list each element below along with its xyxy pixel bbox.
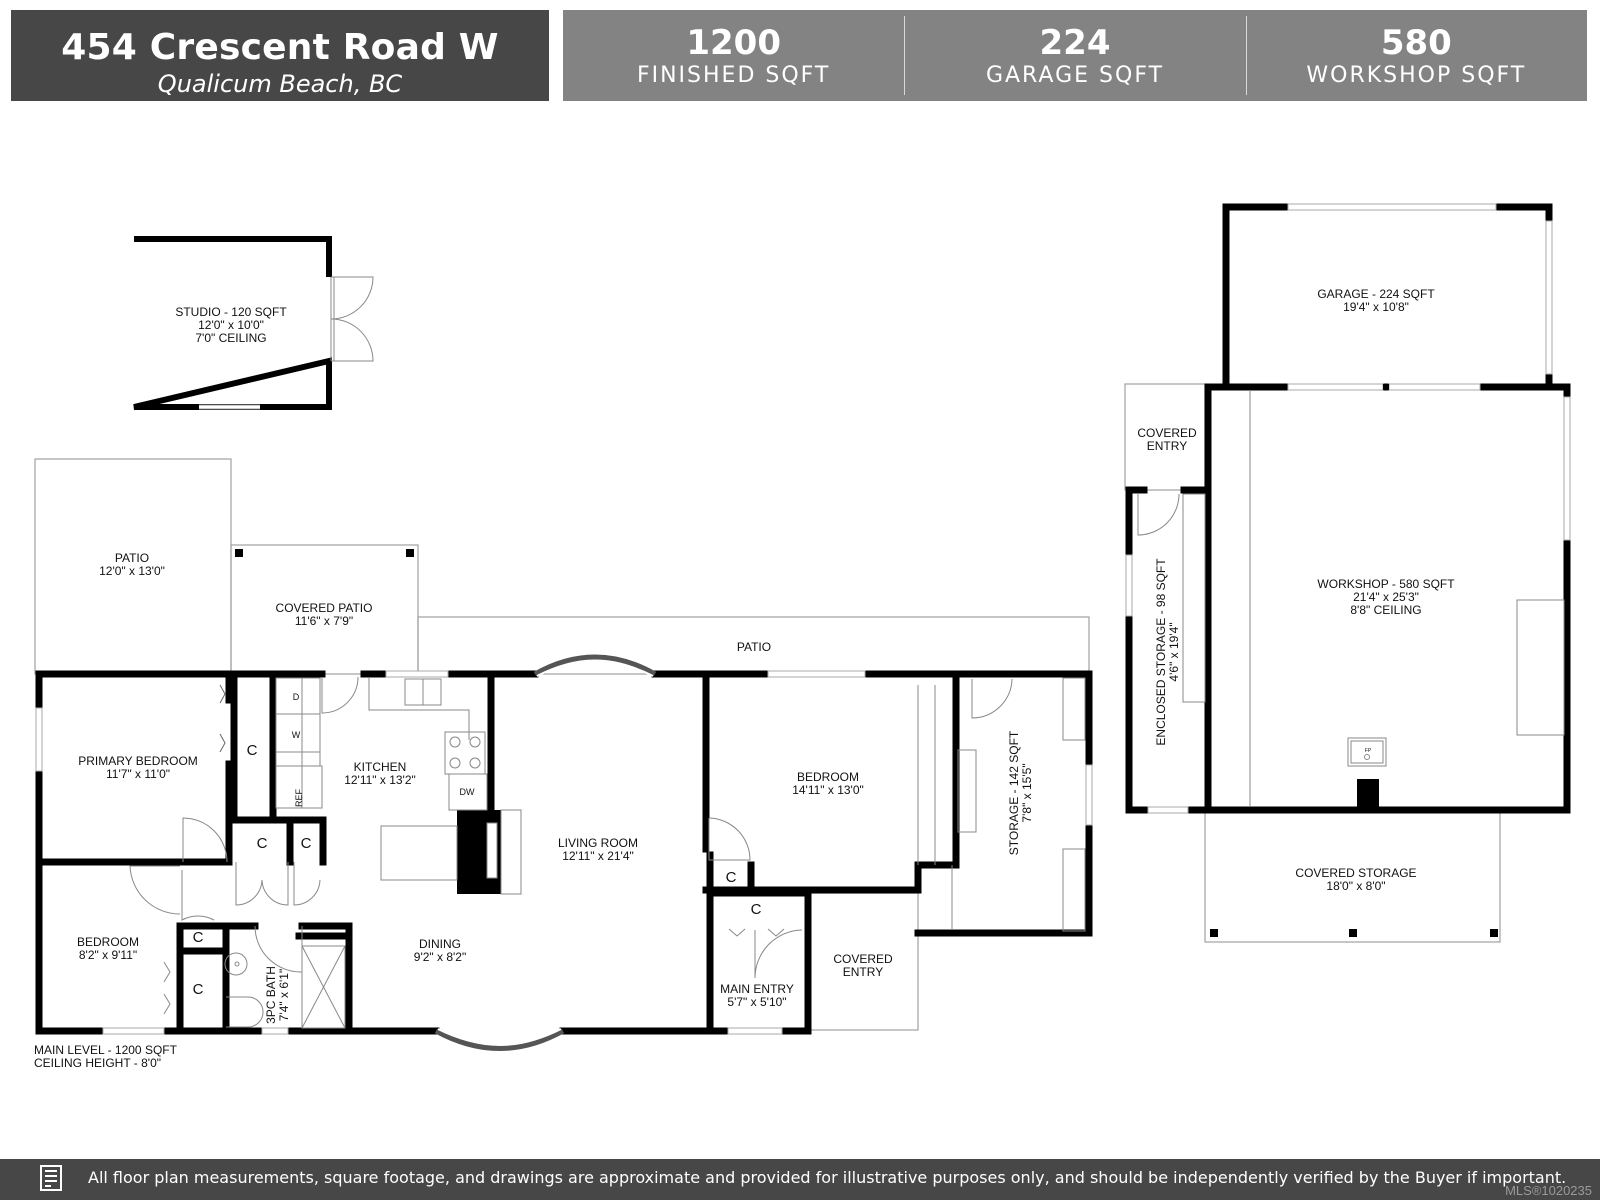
- patio-long-name: PATIO: [737, 640, 771, 654]
- bedroom-left-dims: 8'2" x 9'11": [79, 948, 137, 962]
- stat-label: FINISHED SQFT: [636, 63, 831, 88]
- studio-double-door: [330, 276, 374, 362]
- property-title-block: 454 Crescent Road W Qualicum Beach, BC: [11, 10, 549, 101]
- disclaimer-bar: All floor plan measurements, square foot…: [0, 1159, 1600, 1200]
- property-city: Qualicum Beach, BC: [157, 70, 403, 98]
- bath-dims: 7'4" x 6'1": [277, 969, 291, 1021]
- sqft-stats-bar: 1200 FINISHED SQFT 224 GARAGE SQFT 580 W…: [563, 10, 1587, 101]
- living-room-name: LIVING ROOM: [558, 836, 638, 850]
- garage-dims: 19'4" x 10'8": [1343, 300, 1409, 314]
- bay-window-top: [533, 654, 657, 677]
- closet-label: C: [193, 929, 204, 946]
- covered-patio-dims: 11'6" x 7'9": [295, 614, 353, 628]
- covered-storage-name: COVERED STORAGE: [1295, 866, 1416, 880]
- studio-ceiling: 7'0" CEILING: [195, 331, 266, 345]
- appliance-labels: D W REF DW FP: [292, 692, 1372, 807]
- dining-name: DINING: [419, 937, 461, 951]
- floor-pit-label: FP: [1365, 748, 1372, 754]
- covered-patio-name: COVERED PATIO: [276, 601, 373, 615]
- closet-labels: C C C C C C C: [193, 742, 762, 998]
- patio-left-dims: 12'0" x 13'0": [99, 564, 165, 578]
- level-note-line1: MAIN LEVEL - 1200 SQFT: [34, 1043, 178, 1057]
- studio-building: [133, 236, 374, 410]
- dining-dims: 9'2" x 8'2": [414, 950, 466, 964]
- patio-left-name: PATIO: [115, 551, 149, 565]
- workshop-windows: [1125, 203, 1571, 814]
- enclosed-storage-name: ENCLOSED STORAGE - 98 SQFT: [1154, 558, 1168, 746]
- level-note-line2: CEILING HEIGHT - 8'0": [34, 1056, 161, 1070]
- bath-name: 3PC BATH: [264, 966, 278, 1024]
- stat-value: 224: [1039, 23, 1111, 63]
- washer-label: W: [292, 730, 301, 740]
- kitchen-dims: 12'11" x 13'2": [344, 773, 416, 787]
- stat-garage-sqft: 224 GARAGE SQFT: [904, 10, 1245, 101]
- closet-label: C: [751, 901, 762, 918]
- kitchen-name: KITCHEN: [354, 760, 407, 774]
- bedroom-left-name: BEDROOM: [77, 935, 139, 949]
- kitchen-fixtures: [275, 676, 522, 895]
- studio-name: STUDIO - 120 SQFT: [175, 305, 287, 319]
- bath-fixtures: [224, 945, 346, 1029]
- level-note: MAIN LEVEL - 1200 SQFT CEILING HEIGHT - …: [34, 1043, 178, 1070]
- mls-number: MLS®1020235: [1505, 1183, 1592, 1198]
- document-icon: [40, 1165, 62, 1191]
- garage-name: GARAGE - 224 SQFT: [1317, 287, 1435, 301]
- workshop-dims: 21'4" x 25'3": [1353, 590, 1419, 604]
- stat-label: WORKSHOP SQFT: [1306, 63, 1527, 88]
- covered-entry-shop-line1: COVERED: [1137, 426, 1197, 440]
- closet-label: C: [247, 742, 258, 759]
- closet-label: C: [726, 869, 737, 886]
- stat-value: 1200: [686, 23, 781, 63]
- workshop-name: WORKSHOP - 580 SQFT: [1317, 577, 1455, 591]
- outdoor-outlines: [34, 383, 1501, 1031]
- main-entry-dims: 5'7" x 5'10": [727, 995, 786, 1009]
- enclosed-storage-dims: 4'6" x 19'4": [1167, 622, 1181, 681]
- property-address: 454 Crescent Road W: [61, 27, 499, 68]
- stat-finished-sqft: 1200 FINISHED SQFT: [563, 10, 904, 101]
- bay-window-bottom: [434, 1028, 565, 1051]
- covered-storage-dims: 18'0" x 8'0": [1326, 879, 1385, 893]
- covered-entry-main-line2: ENTRY: [843, 965, 883, 979]
- living-room-dims: 12'11" x 21'4": [562, 849, 634, 863]
- posts: [235, 549, 1498, 937]
- closet-label: C: [193, 981, 204, 998]
- covered-entry-shop-line2: ENTRY: [1147, 439, 1187, 453]
- covered-entry-main-line1: COVERED: [833, 952, 893, 966]
- door-swings: [129, 678, 1013, 1015]
- storage-fixtures: [917, 677, 1086, 932]
- closet-label: C: [257, 835, 268, 852]
- workshop-fixtures: [1137, 390, 1565, 806]
- bedroom-right-name: BEDROOM: [797, 770, 859, 784]
- windows: [35, 670, 1093, 1035]
- storage-dims: 7'8" x 15'5": [1020, 763, 1034, 822]
- stat-label: GARAGE SQFT: [985, 63, 1165, 88]
- workshop-post: [1357, 779, 1379, 810]
- dryer-label: D: [293, 692, 300, 702]
- studio-dims: 12'0" x 10'0": [198, 318, 264, 332]
- storage-name: STORAGE - 142 SQFT: [1007, 730, 1021, 855]
- closet-label: C: [301, 835, 312, 852]
- bedroom-right-dims: 14'11" x 13'0": [792, 783, 864, 797]
- disclaimer-text: All floor plan measurements, square foot…: [88, 1168, 1567, 1187]
- dishwasher-label: DW: [460, 787, 475, 797]
- stat-value: 580: [1380, 23, 1452, 63]
- stat-workshop-sqft: 580 WORKSHOP SQFT: [1245, 10, 1587, 101]
- fridge-label: REF: [294, 788, 304, 807]
- primary-bedroom-name: PRIMARY BEDROOM: [78, 754, 198, 768]
- primary-bedroom-dims: 11'7" x 11'0": [106, 767, 170, 781]
- main-entry-name: MAIN ENTRY: [720, 982, 794, 996]
- room-labels: STUDIO - 120 SQFT 12'0" x 10'0" 7'0" CEI…: [77, 287, 1455, 1024]
- workshop-ceiling: 8'8" CEILING: [1350, 603, 1421, 617]
